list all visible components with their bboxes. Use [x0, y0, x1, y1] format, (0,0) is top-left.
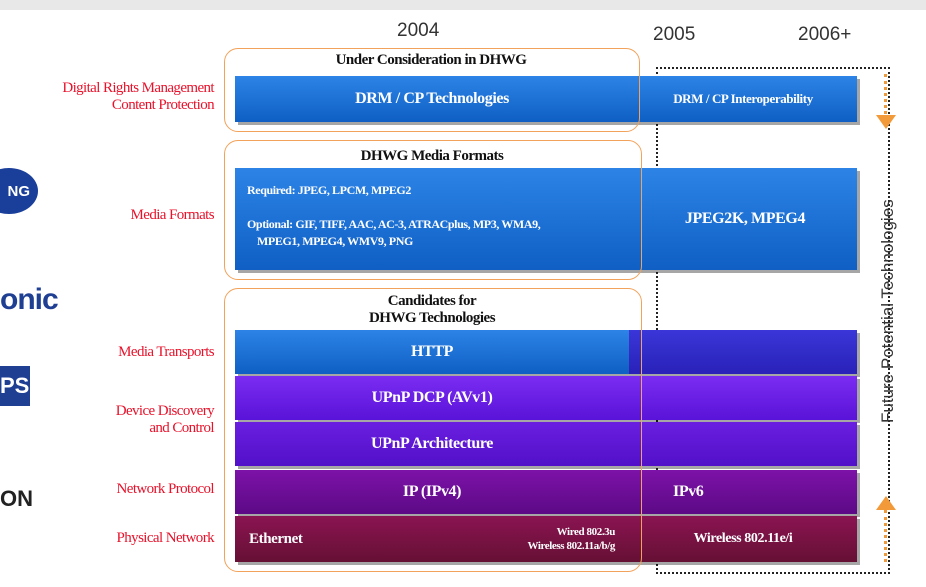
group-under-consideration: [224, 48, 640, 132]
wired-wireless-labels: Wired 802.3u Wireless 802.11a/b/g: [527, 526, 615, 552]
optional-formats: Optional: GIF, TIFF, AAC, AC-3, ATRACplu…: [247, 217, 541, 231]
bar-ipv6: IPv6: [629, 470, 857, 514]
year-divider: [656, 67, 658, 570]
bar-wireless-future: Wireless 802.11e/i: [629, 516, 857, 562]
label-physical-network: Physical Network: [116, 530, 215, 546]
year-2006plus: 2006+: [798, 24, 852, 45]
label-device-discovery: Device Discovery and Control: [115, 403, 215, 436]
logo-samsung-text: NG: [7, 182, 31, 200]
bar-upnp-dcp: UPnP DCP (AVv1): [235, 376, 629, 420]
bar-upnp-architecture: UPnP Architecture: [235, 422, 629, 466]
logo-samsung: NG: [0, 168, 38, 214]
bar-drm-cp-technologies: DRM / CP Technologies: [235, 76, 629, 122]
optional-formats-2: MPEG1, MPEG4, WMV9, PNG: [257, 234, 413, 248]
group-media-formats-title: DHWG Media Formats: [360, 148, 504, 164]
group-candidates-title: Candidates for DHWG Technologies: [368, 293, 496, 326]
label-media-formats: Media Formats: [130, 207, 215, 223]
arrow-down-icon: [876, 115, 896, 129]
future-potential-label: Future Potential Technologies: [878, 199, 897, 423]
bar-upnp-architecture-future: [629, 422, 857, 466]
year-2004: 2004: [397, 20, 440, 41]
bar-http-future: [629, 330, 857, 374]
logo-philips: PS: [0, 366, 30, 406]
group-candidates: [224, 288, 642, 572]
arrow-up-line: [884, 74, 887, 114]
bar-physical-network: Ethernet Wired 802.3u Wireless 802.11a/b…: [235, 516, 629, 562]
ethernet-label: Ethernet: [249, 530, 303, 547]
bar-media-formats: Required: JPEG, LPCM, MPEG2 Optional: GI…: [235, 168, 633, 270]
logo-bottom: ON: [0, 486, 33, 511]
logo-panasonic: onic: [0, 283, 59, 316]
group-media-formats: [224, 140, 642, 280]
bar-ip-ipv4: IP (IPv4): [235, 470, 629, 514]
required-formats: Required: JPEG, LPCM, MPEG2: [247, 183, 411, 197]
group-under-consideration-title: Under Consideration in DHWG: [335, 52, 527, 68]
top-band: [0, 0, 926, 10]
bar-upnp-dcp-future: [629, 376, 857, 420]
label-media-transports: Media Transports: [118, 344, 214, 360]
label-network-protocol: Network Protocol: [116, 481, 215, 497]
label-drm: Digital Rights Management Content Protec…: [62, 80, 214, 113]
bar-http: HTTP: [235, 330, 629, 374]
bar-drm-cp-interoperability: DRM / CP Interoperability: [629, 76, 857, 122]
arrow-up-icon: [876, 496, 896, 510]
year-2005: 2005: [653, 24, 696, 45]
bar-jpeg2k-mpeg4: JPEG2K, MPEG4: [633, 168, 857, 270]
arrow-down-line: [884, 510, 887, 562]
future-box: [656, 67, 890, 574]
